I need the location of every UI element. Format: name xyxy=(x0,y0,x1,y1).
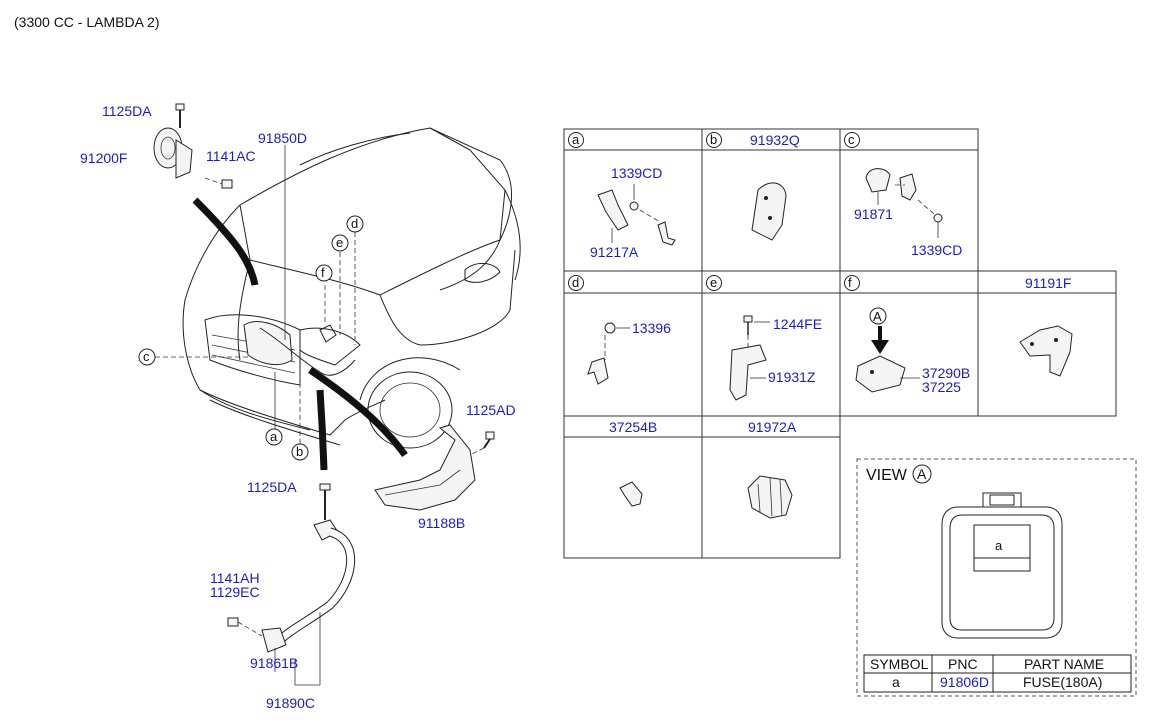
part-label-37290b[interactable]: 37290B xyxy=(922,365,970,381)
callout-b[interactable]: b xyxy=(291,443,309,461)
cell-a: a 1339CD 91217A xyxy=(568,132,676,260)
cell-c: c 91871 1339CD xyxy=(844,132,962,258)
part-label-91191f[interactable]: 91191F xyxy=(1025,275,1071,291)
svg-text:a: a xyxy=(270,429,278,444)
callout-a[interactable]: a xyxy=(265,428,283,446)
part-label-91871[interactable]: 91871 xyxy=(854,206,893,222)
svg-text:f: f xyxy=(321,265,325,280)
engine-title: (3300 CC - LAMBDA 2) xyxy=(14,14,160,30)
part-label-1339cd-c[interactable]: 1339CD xyxy=(911,242,962,258)
svg-text:c: c xyxy=(848,132,855,147)
view-a-marker-circle xyxy=(912,464,932,484)
cable-91890c xyxy=(227,483,356,686)
arrow-down-icon xyxy=(871,326,889,354)
fuse-block-view: a xyxy=(941,492,1063,639)
bolt-1125da-top xyxy=(175,103,185,128)
part-label-91861b[interactable]: 91861B xyxy=(250,655,298,671)
view-a-title: VIEW xyxy=(866,467,908,484)
table-header-symbol: SYMBOL xyxy=(870,656,929,672)
callout-c[interactable]: c xyxy=(138,348,156,366)
bracket-91200f xyxy=(153,127,193,179)
svg-text:b: b xyxy=(710,132,717,147)
part-table: SYMBOL PNC PART NAME a 91806D FUSE(180A) xyxy=(863,654,1132,693)
view-a-marker: A xyxy=(917,466,927,482)
part-label-91932q[interactable]: 91932Q xyxy=(750,132,800,148)
detail-grid xyxy=(563,128,1117,559)
part-label-91972a[interactable]: 91972A xyxy=(748,419,797,435)
callout-e[interactable]: e xyxy=(331,234,349,252)
svg-text:f: f xyxy=(848,275,852,290)
view-a-frame xyxy=(856,458,1137,697)
part-label-1141ah[interactable]: 1141AH xyxy=(210,570,260,586)
part-label-91931z[interactable]: 91931Z xyxy=(768,369,816,385)
part-label-1129ec[interactable]: 1129EC xyxy=(210,584,260,600)
cell-e: e 1244FE 91931Z xyxy=(706,275,822,401)
table-cell-part-name: FUSE(180A) xyxy=(1023,674,1102,690)
callout-f[interactable]: f xyxy=(315,264,333,282)
svg-text:b: b xyxy=(296,444,303,459)
fuse-symbol-a: a xyxy=(995,538,1003,553)
vehicle-front-sketch xyxy=(182,127,521,511)
cell-37254b: 37254B xyxy=(609,419,657,507)
table-header-part-name: PART NAME xyxy=(1024,656,1104,672)
part-label-1141ac[interactable]: 1141AC xyxy=(206,148,256,164)
cell-91972a: 91972A xyxy=(747,419,797,519)
svg-text:d: d xyxy=(572,275,579,290)
cell-b: b 91932Q xyxy=(706,132,800,241)
part-label-91890c[interactable]: 91890C xyxy=(266,695,315,711)
part-label-1125da-bottom[interactable]: 1125DA xyxy=(247,479,297,495)
bolt-1141ac xyxy=(204,177,233,189)
cell-91191f: 91191F xyxy=(1019,275,1073,377)
table-cell-symbol: a xyxy=(892,674,900,690)
svg-text:e: e xyxy=(336,235,343,250)
part-label-91850d[interactable]: 91850D xyxy=(258,130,307,146)
table-header-pnc: PNC xyxy=(948,656,978,672)
svg-text:a: a xyxy=(572,132,580,147)
svg-text:e: e xyxy=(710,275,717,290)
view-marker-f: A xyxy=(873,309,882,324)
part-label-1339cd-a[interactable]: 1339CD xyxy=(611,165,662,181)
part-label-1125da-top[interactable]: 1125DA xyxy=(102,103,152,119)
cell-f: f A 37290B 37225 xyxy=(844,275,970,395)
part-label-37254b[interactable]: 37254B xyxy=(609,419,657,435)
part-label-1125ad[interactable]: 1125AD xyxy=(466,402,516,418)
svg-text:c: c xyxy=(143,349,150,364)
part-label-91217a[interactable]: 91217A xyxy=(590,244,639,260)
part-label-13396[interactable]: 13396 xyxy=(632,320,671,336)
cell-d: d 13396 xyxy=(568,275,671,385)
part-label-37225[interactable]: 37225 xyxy=(922,379,961,395)
part-label-91188b[interactable]: 91188B xyxy=(418,515,465,531)
part-label-91200f[interactable]: 91200F xyxy=(80,150,127,166)
bolt-1125ad xyxy=(469,431,495,456)
table-cell-pnc[interactable]: 91806D xyxy=(940,674,989,690)
part-label-1244fe[interactable]: 1244FE xyxy=(773,316,822,332)
svg-text:d: d xyxy=(351,216,358,231)
callout-d[interactable]: d xyxy=(346,215,364,233)
